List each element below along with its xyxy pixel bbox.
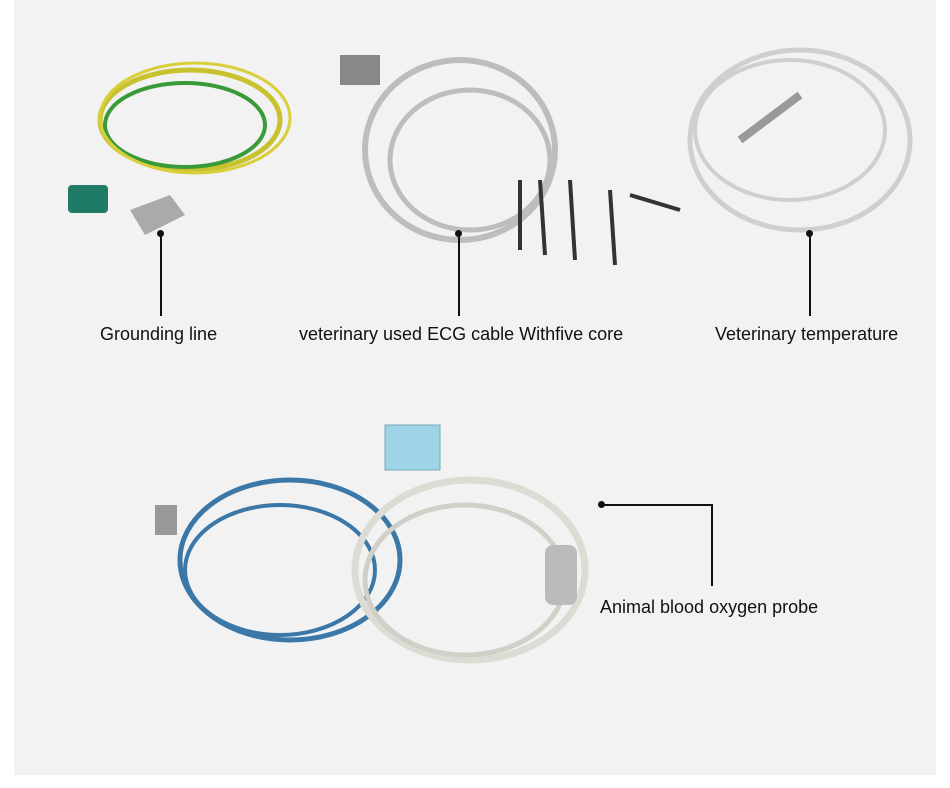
ecg-pointer-dot bbox=[455, 230, 462, 237]
ecg-cable-image bbox=[340, 55, 681, 266]
grounding-pointer-dot bbox=[157, 230, 164, 237]
grounding-pointer-line bbox=[160, 234, 162, 316]
grounding-cable-image bbox=[68, 61, 292, 235]
ecg-pointer-line bbox=[458, 234, 460, 316]
ecg-cable-label: veterinary used ECG cable Withfive core bbox=[299, 324, 624, 344]
oxygen-pointer-line bbox=[711, 504, 713, 586]
product-panel bbox=[14, 0, 936, 775]
temperature-label: Veterinary temperature bbox=[715, 324, 899, 344]
oxygen-probe-image bbox=[155, 424, 589, 664]
grounding-line-label: Grounding line bbox=[100, 324, 218, 344]
temperature-pointer-dot bbox=[806, 230, 813, 237]
temperature-pointer-line bbox=[809, 234, 811, 316]
temperature-probe-image bbox=[687, 47, 913, 233]
oxygen-pointer-dot bbox=[598, 501, 605, 508]
oxygen-pointer-hline bbox=[602, 504, 712, 506]
oxygen-probe-label: Animal blood oxygen probe bbox=[600, 597, 819, 617]
